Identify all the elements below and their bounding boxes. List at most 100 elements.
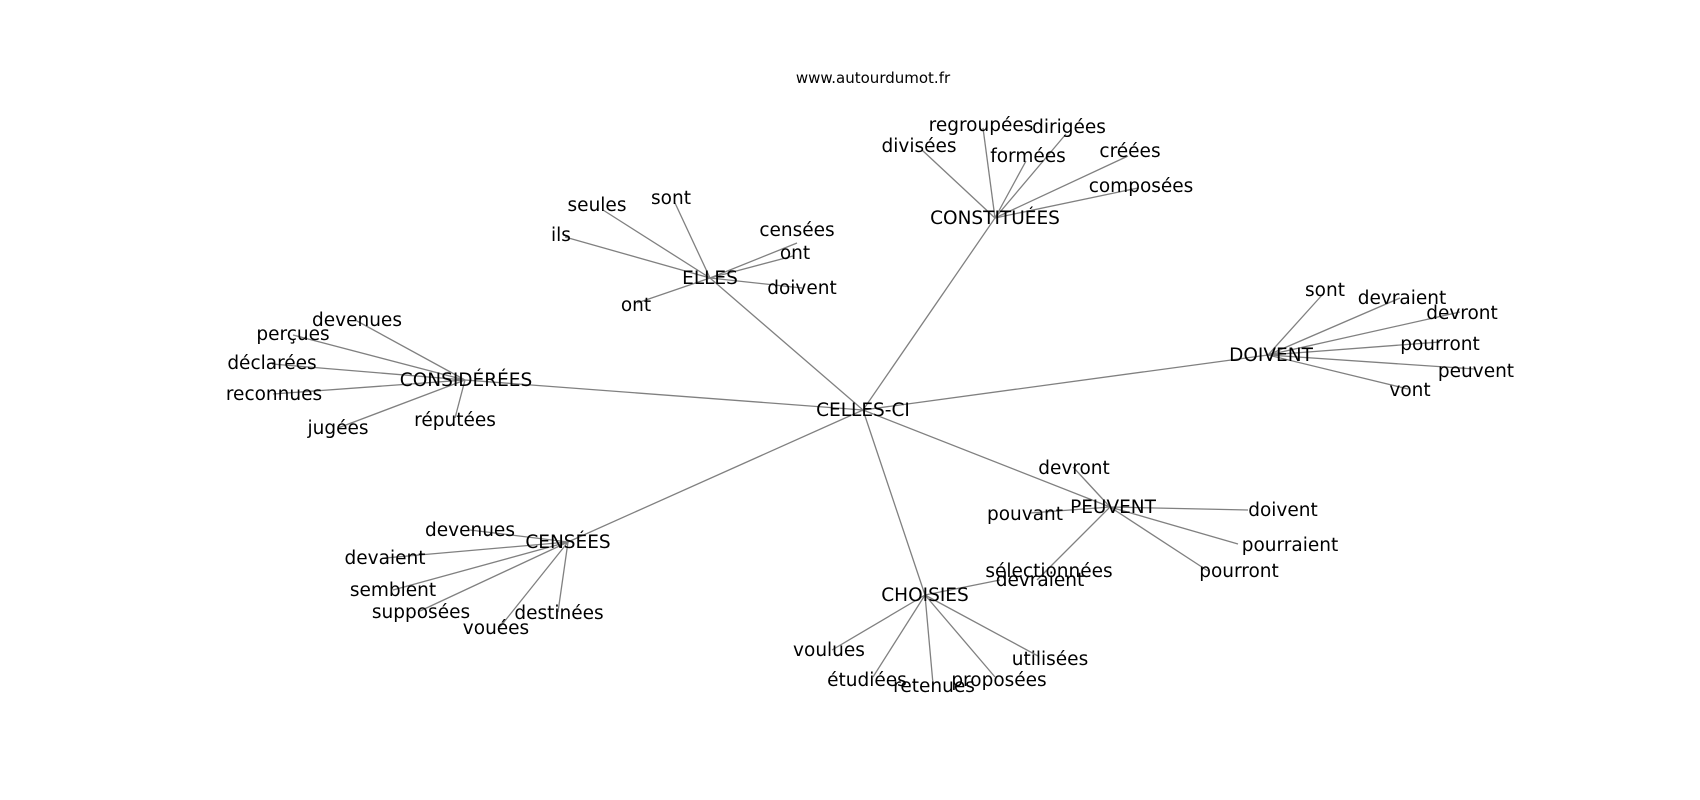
node-considerees-devenues[interactable]: devenues [312, 310, 402, 331]
node-center[interactable]: CELLES-CI [816, 400, 910, 421]
node-elles-censees[interactable]: censées [759, 220, 834, 241]
node-doivent-peuvent[interactable]: peuvent [1438, 361, 1514, 382]
node-peuvent-devraient[interactable]: devraient [996, 570, 1085, 591]
node-peuvent-pouvant[interactable]: pouvant [987, 504, 1063, 525]
node-considerees-reputees[interactable]: réputées [414, 410, 496, 431]
node-considerees[interactable]: CONSIDÉRÉES [400, 369, 532, 391]
node-elles-seules[interactable]: seules [568, 195, 627, 216]
edge-censees-semblent [392, 541, 569, 591]
edge-doivent-sont [1267, 293, 1324, 356]
node-peuvent-devront[interactable]: devront [1038, 458, 1110, 479]
edge-choisies-retenues [924, 594, 934, 685]
node-censees-devaient[interactable]: devaient [345, 548, 426, 569]
edge-censees-vouees [499, 541, 569, 628]
node-censees-supposees[interactable]: supposées [372, 602, 470, 623]
node-considerees-reconnues[interactable]: reconnues [226, 384, 322, 405]
node-choisies-voulues[interactable]: voulues [793, 640, 865, 661]
node-considerees-jugees[interactable]: jugées [306, 418, 368, 439]
edge-peuvent-devront [1072, 466, 1111, 508]
node-doivent-devront[interactable]: devront [1426, 303, 1498, 324]
site-url[interactable]: www.autourdumot.fr [796, 69, 951, 87]
node-constituees-dirigees[interactable]: dirigées [1032, 117, 1106, 138]
edge-elles-ont-left [636, 277, 711, 304]
node-censees-devenues[interactable]: devenues [425, 520, 515, 541]
edge-censees-destinees [557, 541, 569, 613]
edge-constituees-regroupees [982, 127, 996, 219]
doivent-cluster: DOIVENT sont devraient devront pourront … [1229, 280, 1514, 401]
elles-edges [564, 202, 803, 304]
node-constituees-composees[interactable]: composées [1089, 176, 1194, 197]
edge-considerees-declarees [271, 363, 466, 381]
censees-edges [384, 529, 569, 628]
edge-center-choisies [862, 409, 926, 596]
node-constituees-divisees[interactable]: divisées [881, 136, 956, 157]
node-censees[interactable]: CENSÉES [525, 531, 610, 553]
node-elles-ont-left[interactable]: ont [621, 295, 651, 316]
node-peuvent-pourraient[interactable]: pourraient [1242, 535, 1339, 556]
node-elles[interactable]: ELLES [682, 268, 738, 289]
node-choisies-proposees[interactable]: proposées [951, 670, 1046, 691]
node-considerees-declarees[interactable]: déclarées [227, 353, 316, 374]
node-doivent-sont[interactable]: sont [1305, 280, 1345, 301]
node-censees-semblent[interactable]: semblent [350, 580, 436, 601]
edge-center-constituees [862, 217, 996, 411]
edge-peuvent-doivent [1109, 506, 1249, 511]
node-choisies[interactable]: CHOISIES [881, 585, 968, 606]
edge-doivent-peuvent [1267, 354, 1476, 370]
choisies-cluster: CHOISIES sélectionnées voulues étudiées … [793, 561, 1113, 697]
constituees-edges [921, 127, 1139, 219]
node-peuvent-pourront[interactable]: pourront [1199, 561, 1279, 582]
edge-doivent-devraient [1267, 297, 1401, 356]
node-constituees-regroupees[interactable]: regroupées [929, 115, 1034, 136]
edge-considerees-percues [292, 334, 466, 381]
node-elles-ont-right[interactable]: ont [780, 243, 810, 264]
edge-peuvent-pourraient [1109, 506, 1239, 545]
node-choisies-utilisees[interactable]: utilisées [1012, 649, 1088, 670]
edge-elles-censees [709, 242, 798, 279]
edge-considerees-jugees [337, 379, 466, 429]
node-choisies-selectionnees[interactable]: sélectionnées [985, 561, 1112, 582]
node-elles-ils[interactable]: ils [551, 225, 571, 246]
peuvent-cluster: PEUVENT devront pouvant doivent pourraie… [987, 458, 1338, 591]
edge-considerees-reputees [454, 379, 466, 419]
peuvent-edges [1029, 466, 1249, 581]
edge-censees-devaient [384, 541, 569, 559]
edge-center-elles [709, 277, 864, 411]
edge-censees-supposees [419, 541, 569, 612]
edge-elles-doivent [709, 277, 803, 289]
node-censees-destinees[interactable]: destinées [514, 603, 603, 624]
node-doivent-pourront[interactable]: pourront [1400, 334, 1480, 355]
node-constituees-creees[interactable]: créées [1099, 141, 1160, 162]
node-choisies-retenues[interactable]: retenues [893, 676, 975, 697]
node-elles-doivent[interactable]: doivent [767, 278, 837, 299]
node-choisies-etudiees[interactable]: étudiées [827, 670, 907, 691]
node-peuvent[interactable]: PEUVENT [1070, 497, 1157, 518]
node-censees-vouees[interactable]: vouées [463, 618, 529, 639]
edge-doivent-devront [1267, 311, 1461, 356]
node-elles-sont[interactable]: sont [651, 188, 691, 209]
node-doivent[interactable]: DOIVENT [1229, 345, 1313, 366]
edge-elles-seules [602, 209, 711, 279]
node-doivent-vont[interactable]: vont [1389, 380, 1430, 401]
edge-elles-ils [564, 236, 711, 279]
edge-constituees-dirigees [994, 133, 1067, 219]
considerees-edges [271, 320, 466, 429]
node-doivent-devraient[interactable]: devraient [1358, 288, 1447, 309]
edge-center-considerees [464, 379, 864, 411]
censees-cluster: CENSÉES devenues devaient semblent suppo… [345, 520, 611, 639]
edge-choisies-proposees [924, 594, 996, 678]
considerees-cluster: CONSIDÉRÉES devenues perçues déclarées r… [226, 310, 532, 439]
edge-choisies-voulues [831, 594, 926, 651]
edge-constituees-formees [994, 160, 1027, 219]
edge-choisies-selectionnees [924, 579, 1001, 596]
center-edges [464, 217, 1269, 596]
node-considerees-percues[interactable]: perçues [256, 324, 329, 345]
choisies-edges [831, 579, 1039, 685]
edge-peuvent-devraient [1036, 506, 1111, 581]
node-constituees[interactable]: CONSTITUÉES [930, 207, 1060, 229]
node-peuvent-doivent[interactable]: doivent [1248, 500, 1318, 521]
node-constituees-formees[interactable]: formées [990, 146, 1066, 167]
edge-considerees-reconnues [272, 379, 466, 395]
edge-choisies-utilisees [924, 594, 1039, 657]
